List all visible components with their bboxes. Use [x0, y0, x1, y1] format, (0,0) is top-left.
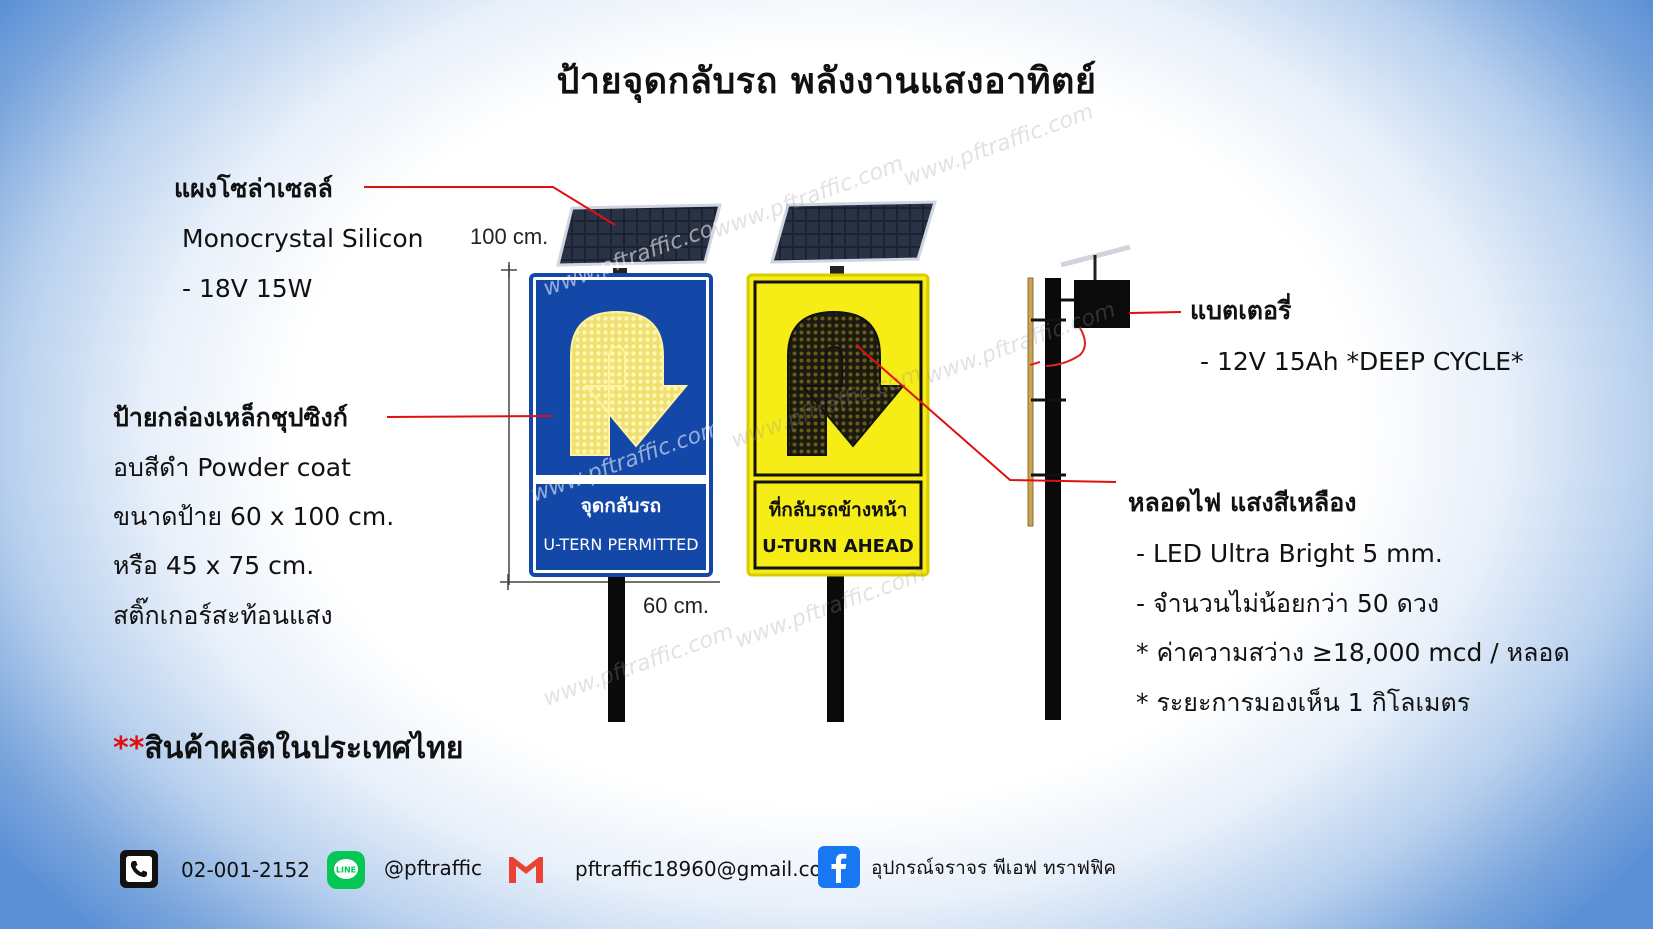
battery-wire	[1045, 327, 1086, 367]
pole-side	[1045, 278, 1061, 720]
solar-panel-2	[770, 200, 938, 264]
footer-facebook[interactable]: อุปกรณ์จราจร พีเอฟ ทราฟฟิค	[871, 857, 1117, 879]
dimension-height-label: 100 cm.	[470, 224, 549, 249]
lamp-spec-3: * ค่าความสว่าง ≥18,000 mcd / หลอด	[1136, 638, 1570, 667]
leader-lines	[364, 186, 1182, 483]
blue-uturn-sign	[529, 203, 722, 722]
footer-line-id[interactable]: @pftraffic	[384, 856, 483, 880]
blue-sign-text-en: U-TERN PERMITTED	[543, 535, 698, 554]
made-in-stars: **	[113, 731, 145, 766]
sign-box-spec-1: อบสีดำ Powder coat	[113, 453, 351, 482]
leader-solar	[364, 186, 616, 226]
leader-lamp	[855, 344, 1117, 483]
lamp-spec-4: * ระยะการมองเห็น 1 กิโลเมตร	[1136, 688, 1471, 717]
page-title: ป้ายจุดกลับรถ พลังงานแสงอาทิตย์	[556, 61, 1097, 102]
yellow-sign-text-th: ที่กลับรถข้างหน้า	[769, 496, 908, 521]
line-icon: LINE	[327, 851, 365, 889]
uturn-arrow-yellow	[787, 310, 906, 456]
footer-phone[interactable]: 02-001-2152	[181, 858, 310, 882]
lamp-heading: หลอดไฟ แสงสีเหลือง	[1128, 488, 1357, 517]
pole-1	[608, 572, 625, 722]
sign-box-spec-3: หรือ 45 x 75 cm.	[113, 551, 315, 580]
solar-panel-heading: แผงโซล่าเซลล์	[174, 174, 333, 203]
sign-box-spec-2: ขนาดป้าย 60 x 100 cm.	[113, 502, 395, 531]
uturn-arrow-blue	[570, 310, 689, 456]
yellow-sign-text-en: U-TURN AHEAD	[762, 536, 914, 557]
battery-heading: แบตเตอรี่	[1190, 296, 1292, 325]
solar-panel-spec-1: Monocrystal Silicon	[182, 224, 424, 253]
sign-box-heading: ป้ายกล่องเหล็กชุปซิงก์	[113, 403, 348, 432]
solar-panel-spec-2: - 18V 15W	[182, 274, 313, 303]
yellow-uturn-sign	[746, 200, 938, 722]
lamp-spec-2: - จำนวนไม่น้อยกว่า 50 ดวง	[1136, 589, 1440, 618]
sign-box-spec-4: สติ๊กเกอร์สะท้อนแสง	[113, 601, 333, 630]
battery-box	[1074, 280, 1130, 328]
gmail-icon	[506, 852, 546, 886]
leader-sign-box	[386, 415, 554, 418]
footer-email[interactable]: pftraffic18960@gmail.com	[575, 857, 842, 881]
dimension-width-label: 60 cm.	[643, 593, 710, 618]
battery-spec: - 12V 15Ah *DEEP CYCLE*	[1200, 347, 1524, 376]
blue-sign-text-th: จุดกลับรถ	[581, 495, 661, 518]
made-in-thailand: **สินค้าผลิตในประเทศไทย	[113, 725, 464, 772]
lamp-spec-1: - LED Ultra Bright 5 mm.	[1136, 539, 1443, 568]
phone-icon	[120, 850, 158, 888]
side-view-sign	[1027, 244, 1131, 720]
solar-panel-1	[556, 203, 722, 267]
svg-text:LINE: LINE	[336, 866, 356, 875]
made-in-text: สินค้าผลิตในประเทศไทย	[144, 731, 464, 766]
leader-battery	[1128, 311, 1182, 314]
sign-edge	[1027, 277, 1034, 527]
pole-2	[827, 572, 844, 722]
facebook-icon	[818, 846, 860, 888]
